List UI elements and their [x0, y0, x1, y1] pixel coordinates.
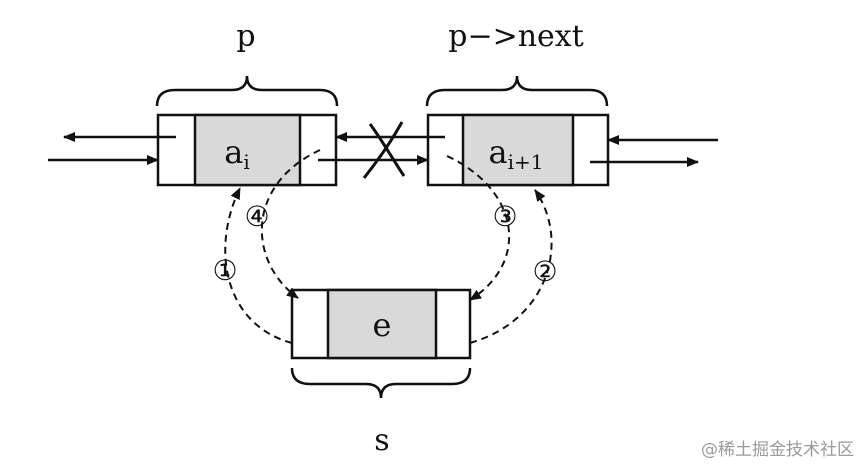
step-4-label: ④	[244, 200, 269, 233]
node-e-label: e	[373, 306, 392, 344]
step-2-label: ②	[532, 255, 557, 288]
node-ai-plus-1: ai+1	[426, 113, 610, 187]
node-ai-data-cell	[193, 113, 302, 187]
label-p-next: p−>next	[448, 19, 584, 54]
step-3-label: ③	[492, 200, 517, 233]
cross-mark-stroke-2	[362, 121, 404, 179]
step-1-label: ①	[212, 254, 237, 287]
brace-p	[155, 75, 339, 107]
node-ai-sub: i	[243, 150, 249, 174]
label-p: p	[236, 19, 255, 54]
brace-s	[290, 367, 472, 399]
node-ai-label: ai	[224, 133, 249, 174]
watermark: @稀土掘金技术社区	[701, 440, 854, 460]
label-s: s	[374, 423, 389, 458]
node-ai-plus-1-data-cell	[461, 113, 575, 187]
node-ai-plus-1-base: a	[489, 133, 508, 171]
step-1-arrow	[224, 187, 293, 344]
node-ai: ai	[156, 113, 338, 187]
brace-p-next	[425, 75, 609, 107]
step-4-arrow	[260, 149, 321, 299]
step-3-arrow	[446, 155, 510, 301]
node-ai-plus-1-label: ai+1	[489, 133, 544, 174]
node-e: e	[290, 288, 472, 360]
node-ai-plus-1-sub: i+1	[508, 150, 544, 174]
node-e-data-cell	[326, 288, 438, 360]
step-2-arrow	[469, 189, 553, 344]
cross-mark-stroke-1	[368, 123, 406, 177]
node-ai-base: a	[224, 133, 243, 171]
